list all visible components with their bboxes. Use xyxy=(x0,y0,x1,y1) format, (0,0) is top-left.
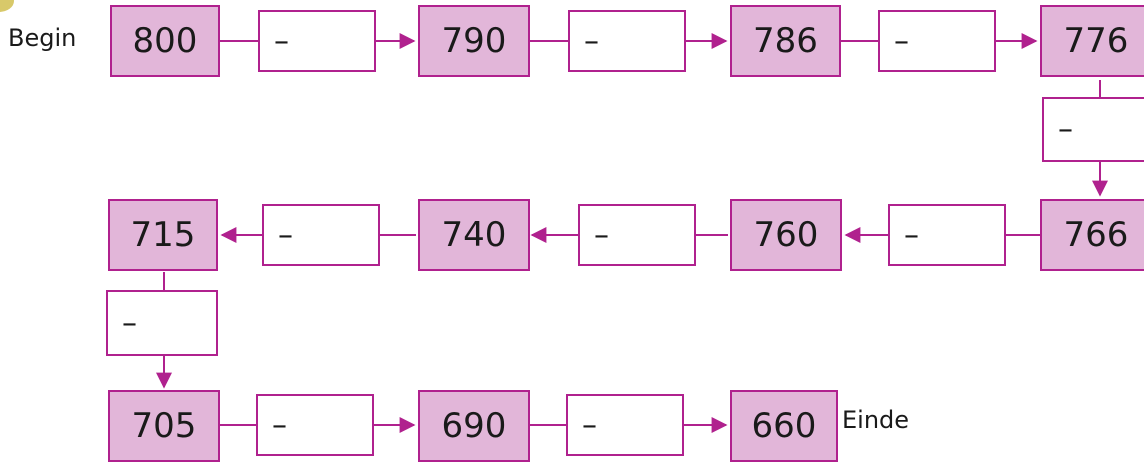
number-box-row2-1: 766 xyxy=(1040,199,1144,271)
number-box-row3-1: 705 xyxy=(108,390,220,462)
operation-input-row3-1[interactable]: – xyxy=(256,394,374,456)
operation-input-row2-3[interactable]: – xyxy=(262,204,380,266)
start-label: Begin xyxy=(8,24,77,52)
end-label: Einde xyxy=(842,406,910,434)
number-box-row1-1: 800 xyxy=(110,5,220,77)
number-box-row1-4: 776 xyxy=(1040,5,1144,77)
operation-input-right-drop[interactable]: – xyxy=(1042,97,1144,162)
operation-input-left-drop[interactable]: – xyxy=(106,290,218,356)
number-box-row1-2: 790 xyxy=(418,5,530,77)
number-box-row3-2: 690 xyxy=(418,390,530,462)
number-box-row1-3: 786 xyxy=(730,5,841,77)
operation-input-row2-1[interactable]: – xyxy=(888,204,1006,266)
operation-input-row1-3[interactable]: – xyxy=(878,10,996,72)
operation-input-row3-2[interactable]: – xyxy=(566,394,684,456)
number-box-row2-4: 715 xyxy=(108,199,218,271)
operation-input-row1-1[interactable]: – xyxy=(258,10,376,72)
number-box-row2-3: 740 xyxy=(418,199,530,271)
number-box-row3-3: 660 xyxy=(730,390,838,462)
operation-input-row2-2[interactable]: – xyxy=(578,204,696,266)
number-box-row2-2: 760 xyxy=(730,199,842,271)
operation-input-row1-2[interactable]: – xyxy=(568,10,686,72)
